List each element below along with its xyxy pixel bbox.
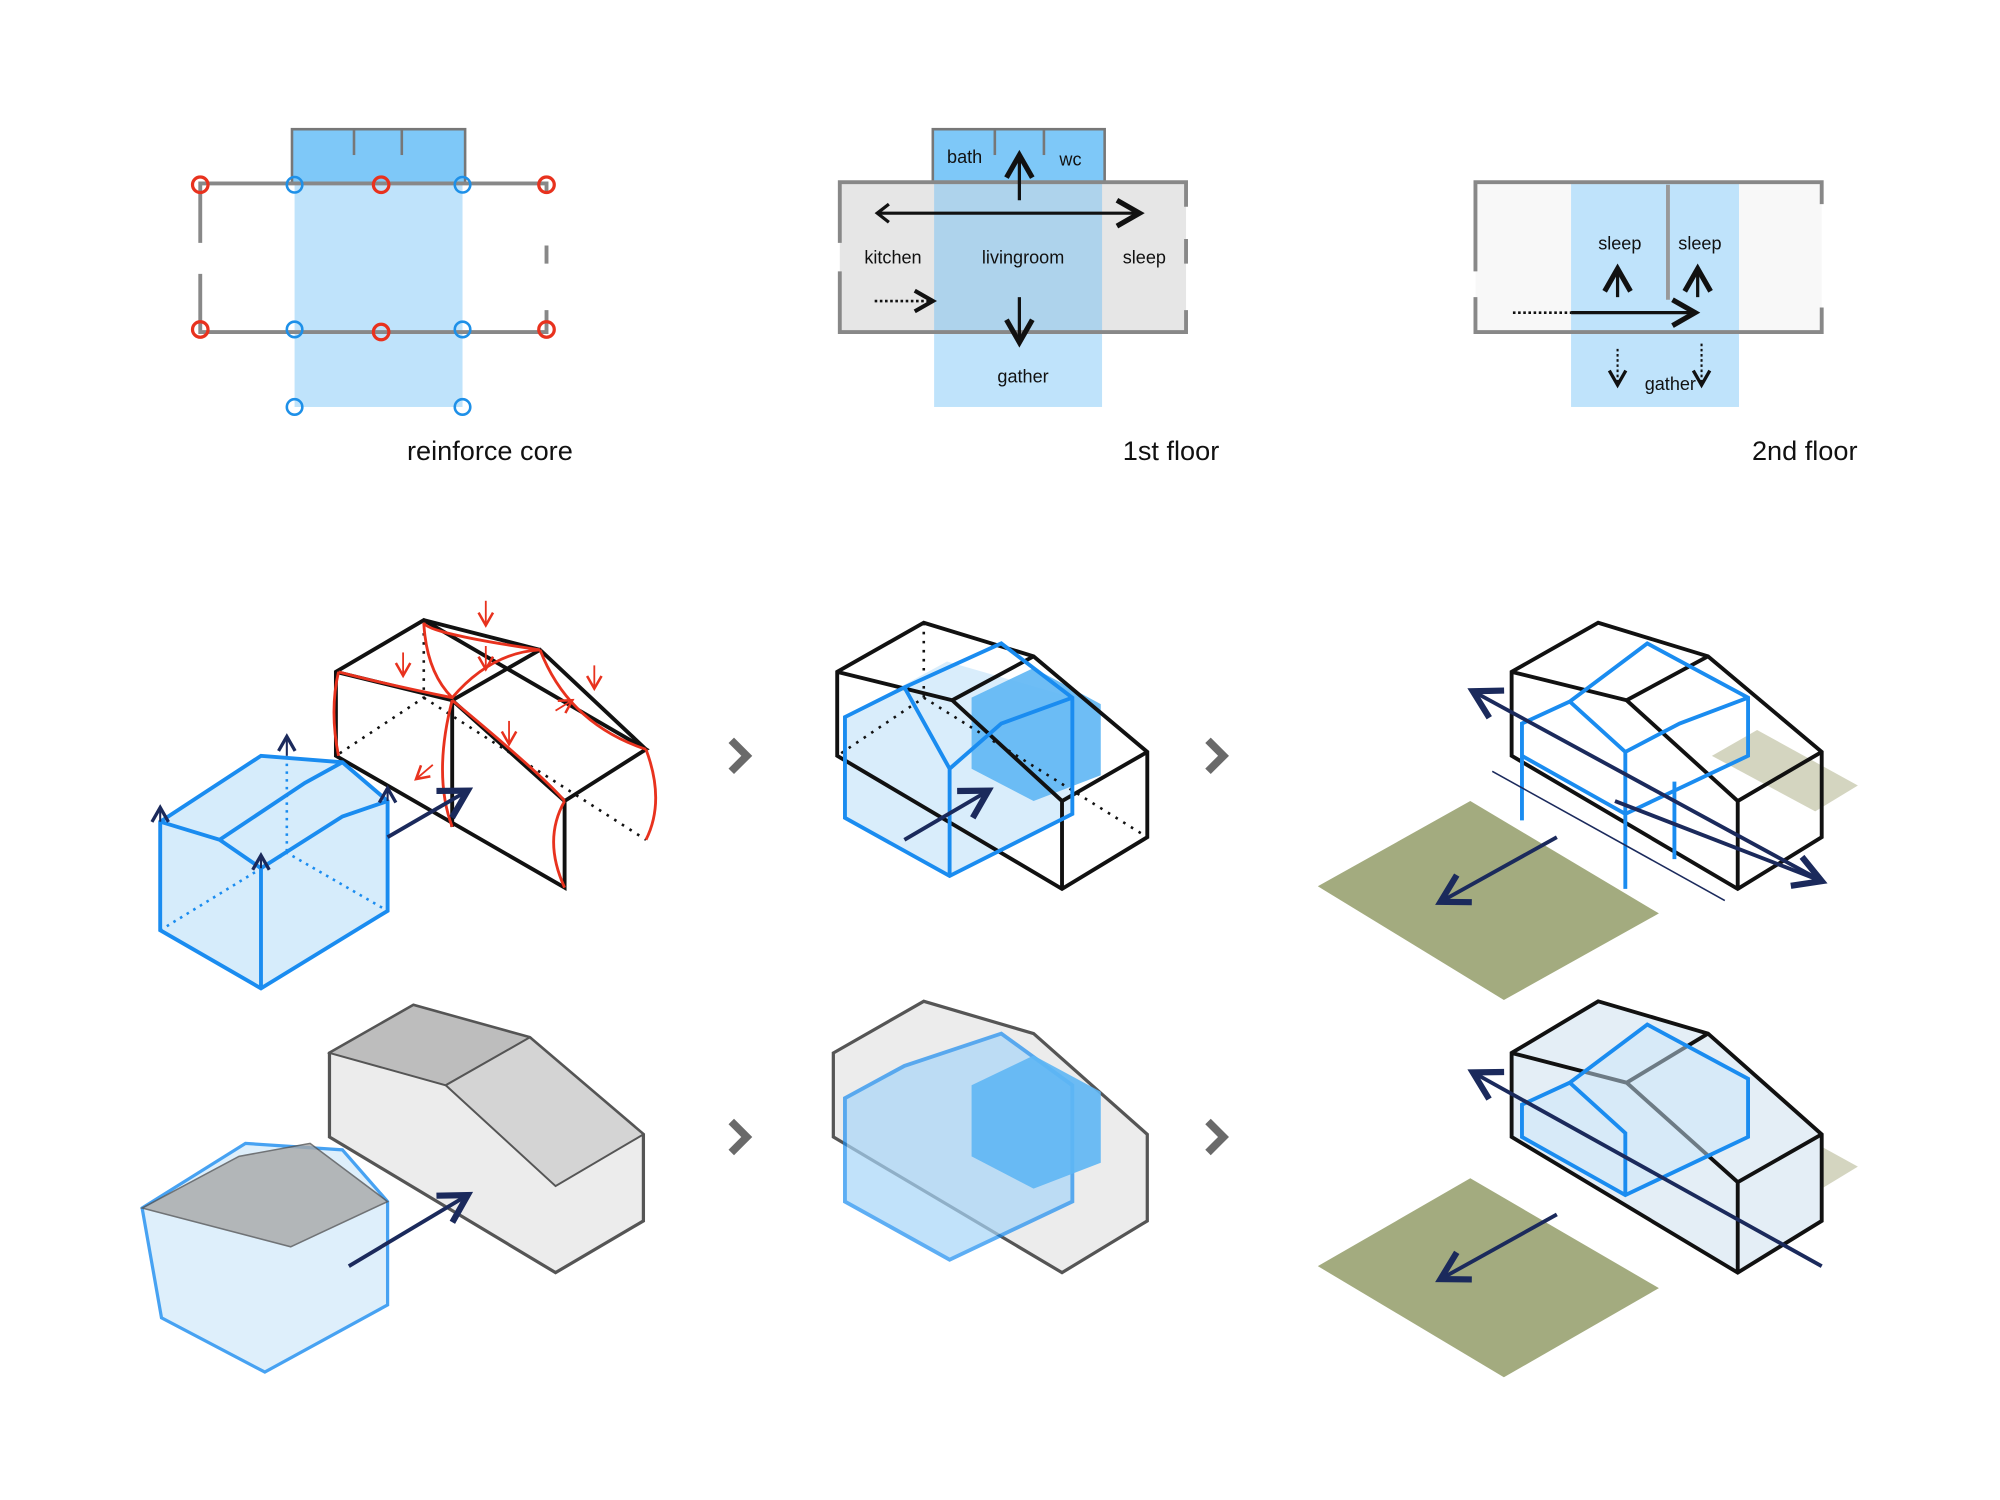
room-sleep: sleep: [1123, 248, 1166, 268]
render-core-outdoor: [1317, 999, 1858, 1378]
core-points-blue: [285, 175, 472, 417]
room-bath: bath: [947, 147, 982, 167]
render-core-insertion: [140, 1003, 646, 1374]
iso-core-insertion: [150, 600, 658, 991]
caption-2nd-floor: 2nd floor: [1752, 435, 1858, 466]
reinforce-points-red: [190, 175, 556, 342]
chevron-right-icon: [728, 737, 753, 775]
chevron-right-icon: [728, 1118, 753, 1156]
render-core-combined: [831, 999, 1149, 1275]
chevron-right-icon: [1205, 1118, 1229, 1156]
iso-core-outdoor: [1317, 620, 1858, 1000]
room-wc: wc: [1058, 149, 1081, 169]
area-gather: gather: [997, 366, 1048, 386]
room-kitchen: kitchen: [864, 248, 921, 268]
ground-plane: [1317, 801, 1659, 1000]
ground-plane-2: [1317, 1178, 1659, 1378]
area-gather-2: gather: [1645, 374, 1696, 394]
room-livingroom: livingroom: [982, 248, 1064, 268]
plan-first-floor: bath wc kitchen livingroom sleep gather …: [837, 127, 1220, 466]
plan-second-floor: sleep sleep gather 2nd floor: [1473, 180, 1858, 466]
caption-1st-floor: 1st floor: [1123, 435, 1220, 466]
caption-reinforce-core: reinforce core: [407, 435, 573, 466]
chevron-right-icon: [1205, 737, 1229, 775]
iso-core-combined: [835, 620, 1150, 892]
room-sleep-left: sleep: [1598, 233, 1641, 253]
room-sleep-right: sleep: [1678, 233, 1721, 253]
plan-reinforce-core: reinforce core: [190, 127, 573, 466]
